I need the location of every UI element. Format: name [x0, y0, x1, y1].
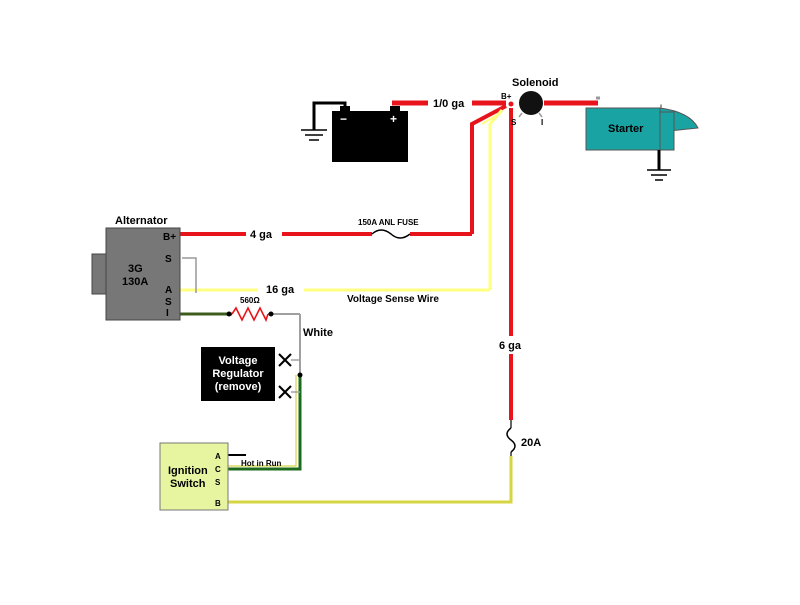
alternator-model-line1: 3G	[128, 263, 143, 275]
solenoid-s-label: S	[511, 118, 517, 127]
alternator-output-label: 4 ga	[250, 229, 273, 241]
regulator-line3: (remove)	[215, 381, 262, 393]
battery: − +	[332, 106, 408, 162]
ignition-switch-b-label: B	[215, 499, 221, 508]
ignition-feed-wire	[228, 456, 513, 504]
ignition-switch: Ignition Switch A C S B	[159, 442, 229, 511]
battery-positive-label: +	[390, 112, 397, 126]
feed-gauge-label: 6 ga	[499, 340, 522, 352]
alternator-title: Alternator	[115, 215, 168, 227]
anl-fuse	[371, 229, 411, 239]
alternator-bplus-label: B+	[163, 232, 176, 243]
hot-in-run-label: Hot in Run	[241, 459, 282, 468]
battery-negative-label: −	[340, 112, 347, 126]
alternator-model-line2: 130A	[122, 276, 148, 288]
voltage-sense-wire	[180, 109, 504, 293]
feed-fuse-label: 20A	[521, 437, 541, 449]
regulator-line2: Regulator	[212, 368, 264, 380]
alternator-i-label: I	[166, 308, 169, 319]
alternator-output-wire	[180, 104, 507, 236]
solenoid-i-label: I	[541, 118, 543, 127]
resistor	[226, 306, 274, 323]
starter-cable	[544, 96, 600, 106]
hot-in-run-wire	[228, 375, 302, 471]
alternator: Alternator 3G 130A B+ S A S I	[91, 215, 181, 321]
ignition-switch-a-label: A	[215, 452, 221, 461]
ignition-switch-line2: Switch	[170, 478, 206, 490]
white-wire-label: White	[303, 327, 333, 339]
alternator-s2-label: S	[165, 297, 172, 308]
starter-ground	[647, 150, 671, 181]
sense-wire-label: Voltage Sense Wire	[347, 294, 439, 305]
battery-ground	[301, 101, 347, 141]
starter-label: Starter	[608, 123, 644, 135]
sense-gauge-label: 16 ga	[266, 284, 295, 296]
starter: Starter	[585, 104, 699, 151]
solenoid-bplus-label: B+	[501, 92, 512, 101]
alternator-a-label: A	[165, 285, 172, 296]
twenty-amp-fuse	[506, 420, 516, 456]
battery-cable-label: 1/0 ga	[433, 98, 465, 110]
ignition-switch-s-label: S	[215, 478, 221, 487]
fuse-label: 150A ANL FUSE	[358, 218, 419, 227]
resistor-label: 560Ω	[240, 296, 260, 305]
alternator-s-label: S	[165, 254, 172, 265]
regulator-disconnect-marks	[278, 353, 303, 399]
solenoid-title: Solenoid	[512, 77, 558, 89]
ignition-switch-line1: Ignition	[168, 465, 208, 477]
solenoid: Solenoid B+ S I	[501, 77, 558, 127]
regulator-line1: Voltage	[219, 355, 258, 367]
voltage-regulator: Voltage Regulator (remove)	[201, 347, 275, 401]
ignition-switch-c-label: C	[215, 465, 221, 474]
